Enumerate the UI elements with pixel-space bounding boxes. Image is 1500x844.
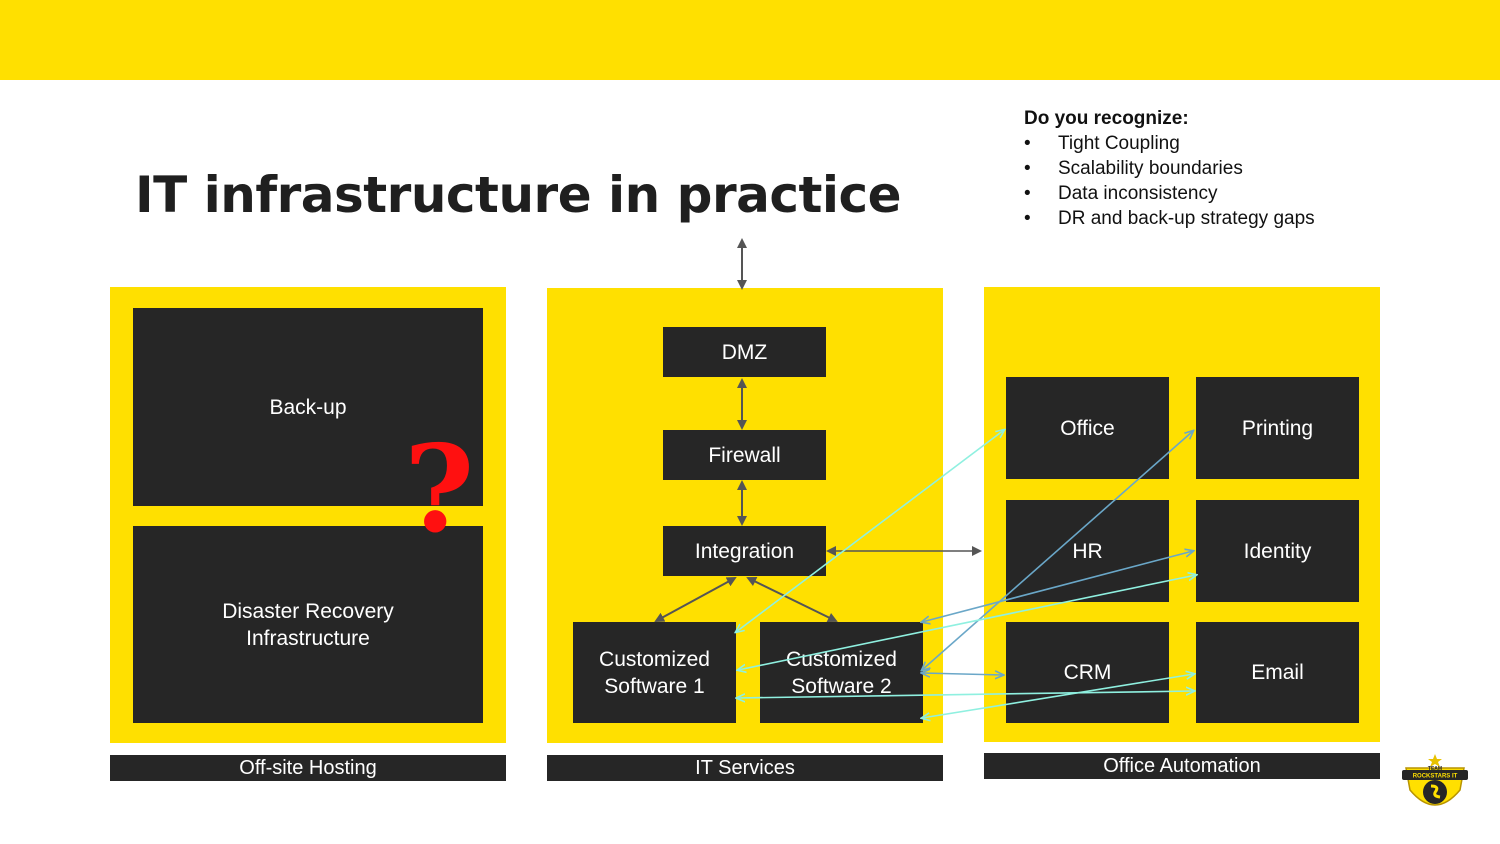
identity-box: Identity [1196, 500, 1359, 602]
slide-title: IT infrastructure in practice [135, 166, 902, 224]
it-services-label: IT Services [547, 755, 943, 781]
firewall-box: Firewall [663, 430, 826, 480]
recognize-item: •Tight Coupling [1024, 133, 1180, 154]
backup-box: Back-up [133, 308, 483, 506]
printing-box: Printing [1196, 377, 1359, 479]
recognize-list: Do you recognize: •Tight Coupling •Scala… [1024, 106, 1315, 231]
email-box: Email [1196, 622, 1359, 723]
dr-line-1: Disaster Recovery [222, 599, 394, 623]
rockstars-logo: TEAM ROCKSTARS IT [1398, 750, 1472, 814]
recognize-item: •Data inconsistency [1024, 183, 1218, 204]
disaster-recovery-box: Disaster Recovery Infrastructure [133, 526, 483, 723]
custom2-line-1: Customized [786, 647, 897, 671]
office-automation-label: Office Automation [984, 753, 1380, 779]
top-accent-bar [0, 0, 1500, 80]
custom2-line-2: Software 2 [791, 674, 892, 698]
office-box: Office [1006, 377, 1169, 479]
customized-software-2-box: Customized Software 2 [760, 622, 923, 723]
dmz-box: DMZ [663, 327, 826, 377]
hr-box: HR [1006, 500, 1169, 602]
question-mark: ? [404, 419, 475, 560]
recognize-item: •DR and back-up strategy gaps [1024, 208, 1315, 229]
customized-software-1-box: Customized Software 1 [573, 622, 736, 723]
dr-line-2: Infrastructure [246, 626, 370, 650]
logo-text-rockstars: ROCKSTARS IT [1413, 774, 1458, 780]
logo-text-team: TEAM [1428, 766, 1442, 772]
offsite-hosting-label: Off-site Hosting [110, 755, 506, 781]
custom1-line-1: Customized [599, 647, 710, 671]
integration-box: Integration [663, 526, 826, 576]
recognize-item: •Scalability boundaries [1024, 158, 1243, 179]
recognize-header: Do you recognize: [1024, 108, 1189, 129]
custom1-line-2: Software 1 [604, 674, 705, 698]
crm-box: CRM [1006, 622, 1169, 723]
